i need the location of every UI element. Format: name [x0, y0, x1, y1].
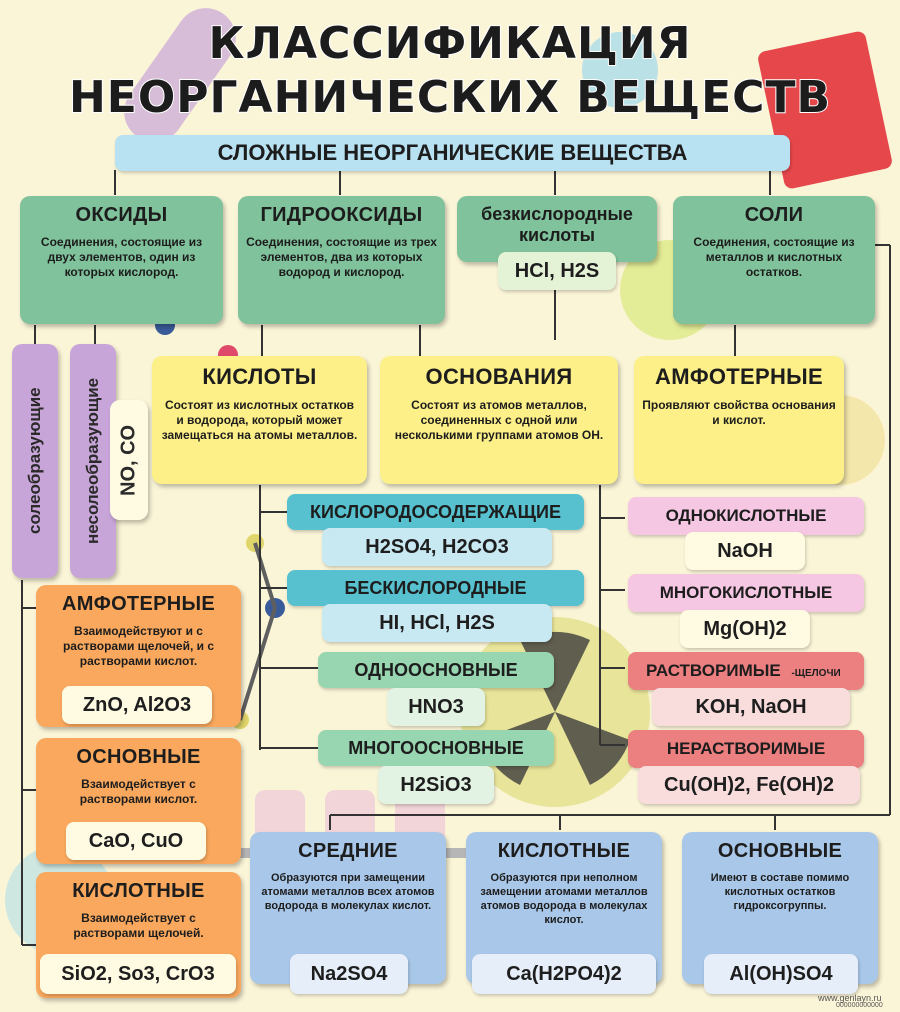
middle-salts-desc: Образуются при замещении атомами металло… [261, 872, 435, 912]
amphoteric-oxides-desc: Взаимодействуют и с растворами щелочей, … [62, 624, 215, 668]
soluble-example: KOH, NaOH [652, 688, 850, 726]
hydroxides-title: ГИДРООКСИДЫ [260, 204, 423, 226]
hydroxides-card: ГИДРООКСИДЫ Соединения, состоящие из тре… [238, 196, 445, 324]
oxides-title: ОКСИДЫ [75, 204, 168, 226]
salts-title: СОЛИ [744, 204, 804, 226]
basic-oxides-title: ОСНОВНЫЕ [76, 746, 201, 768]
polyacid-label: МНОГОКИСЛОТНЫЕ [628, 574, 864, 612]
basic-oxides-example: CaO, CuO [66, 822, 206, 860]
oxygenless-acids-title: безкислородные кислоты [481, 204, 633, 245]
basic-salts-title: ОСНОВНЫЕ [717, 840, 843, 862]
soluble-label: РАСТВОРИМЫЕ [646, 661, 781, 680]
polybasic-example: H2SiO3 [378, 766, 494, 804]
page-title-line2: НЕОРГАНИЧЕСКИХ ВЕЩЕСТВ [68, 71, 832, 124]
soluble-note: -ЩЕЛОЧИ [791, 668, 841, 679]
non-salt-examples: NO, CO [117, 424, 140, 496]
non-salt-examples-chip: NO, CO [110, 400, 148, 520]
acid-salts-title: КИСЛОТНЫЕ [497, 840, 631, 862]
polyacid-example: Mg(OH)2 [680, 610, 810, 648]
root-category: СЛОЖНЫЕ НЕОРГАНИЧЕСКИЕ ВЕЩЕСТВА [115, 135, 790, 171]
acid-oxides-title: КИСЛОТНЫЕ [72, 880, 205, 902]
middle-salts-example: Na2SO4 [290, 954, 408, 994]
bases-title: ОСНОВАНИЯ [425, 364, 573, 389]
salts-desc: Соединения, состоящие из металлов и кисл… [693, 235, 855, 279]
amphoteric-oxides-example: ZnO, Al2O3 [62, 686, 212, 724]
oxygen-acids-example: H2SO4, H2CO3 [322, 528, 552, 566]
acid-oxides-example: SiO2, So3, CrO3 [40, 954, 236, 994]
amphoteric-oxides-title: АМФОТЕРНЫЕ [62, 593, 215, 615]
monobasic-example: HNO3 [387, 688, 485, 726]
acid-oxides-desc: Взаимодействует с растворами щелочей. [73, 911, 204, 940]
non-salt-forming-band: несолеобразующие [70, 344, 116, 578]
basic-salts-desc: Имеют в составе помимо кислотных остатко… [710, 872, 850, 912]
salt-forming-label: солеобразующие [25, 387, 44, 535]
oxygenless-acids-card: безкислородные кислоты [457, 196, 657, 262]
insoluble-label: НЕРАСТВОРИМЫЕ [628, 730, 864, 768]
acids-title: КИСЛОТЫ [202, 364, 317, 389]
acid-salts-example: Ca(H2PO4)2 [472, 954, 656, 994]
oxygenfree-acids-example: HI, HCl, H2S [322, 604, 552, 642]
amphoteric-hydroxides-title: АМФОТЕРНЫЕ [655, 364, 823, 389]
acids-card: КИСЛОТЫ Состоят из кислотных остатков и … [152, 356, 367, 484]
hydroxides-desc: Соединения, состоящие из трех элементов,… [246, 235, 437, 279]
oxygenless-acids-example: HCl, H2S [498, 252, 616, 290]
amphoteric-hydroxides-card: АМФОТЕРНЫЕ Проявляют свойства основания … [634, 356, 844, 484]
monoacid-label: ОДНОКИСЛОТНЫЕ [628, 497, 864, 535]
page-title-line1: КЛАССИФИКАЦИЯ [208, 17, 692, 70]
oxygenfree-acids-label: БЕСКИСЛОРОДНЫЕ [287, 570, 584, 606]
oxygen-acids-label: КИСЛОРОДОСОДЕРЖАЩИЕ [287, 494, 584, 530]
footer-code: 000000000000 [836, 1002, 883, 1009]
polybasic-label: МНОГООСНОВНЫЕ [318, 730, 554, 766]
monoacid-example: NaOH [685, 532, 805, 570]
amphoteric-hydroxides-desc: Проявляют свойства основания и кислот. [642, 398, 836, 427]
basic-oxides-desc: Взаимодействует с растворами кислот. [79, 777, 198, 806]
bases-desc: Состоят из атомов металлов, соединенных … [394, 398, 604, 442]
monobasic-label: ОДНООСНОВНЫЕ [318, 652, 554, 688]
soluble-band: РАСТВОРИМЫЕ -ЩЕЛОЧИ [628, 652, 864, 690]
middle-salts-title: СРЕДНИЕ [298, 840, 398, 862]
oxides-desc: Соединения, состоящие из двух элементов,… [40, 235, 203, 279]
basic-salts-example: Al(OH)SO4 [704, 954, 858, 994]
insoluble-example: Cu(OH)2, Fe(OH)2 [638, 766, 860, 804]
acid-salts-desc: Образуются при неполном замещении атомам… [480, 872, 648, 926]
bases-card: ОСНОВАНИЯ Состоят из атомов металлов, со… [380, 356, 618, 484]
oxides-card: ОКСИДЫ Соединения, состоящие из двух эле… [20, 196, 223, 324]
salt-forming-band: солеобразующие [12, 344, 58, 578]
acids-desc: Состоят из кислотных остатков и водорода… [161, 398, 358, 442]
salts-card: СОЛИ Соединения, состоящие из металлов и… [673, 196, 875, 324]
footer-site: www.genlayn.ru [818, 993, 882, 1003]
